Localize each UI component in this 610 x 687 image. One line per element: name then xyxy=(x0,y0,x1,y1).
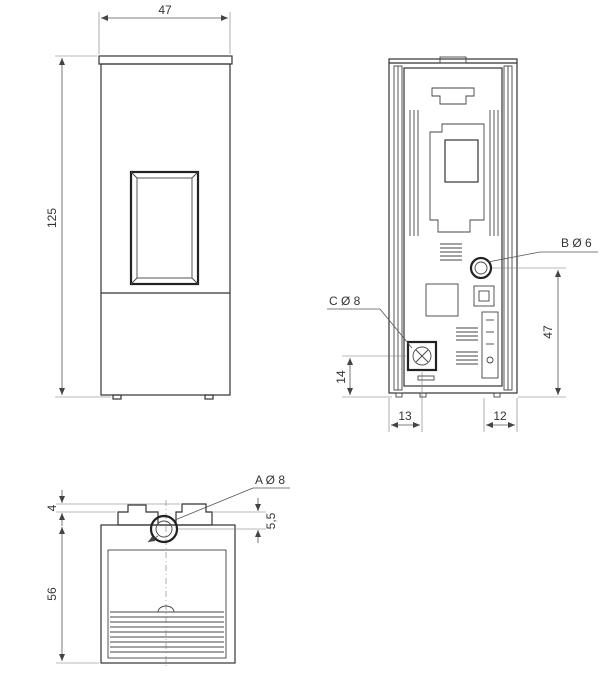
rear-vents-middle xyxy=(440,243,462,261)
rear-top-tab xyxy=(439,56,467,64)
rear-control-strip xyxy=(481,311,499,379)
front-door-glass xyxy=(136,177,193,279)
top-a-offset-label: 5,5 xyxy=(264,512,278,529)
top-rear-protrusion-right xyxy=(175,503,213,525)
rear-electrical-box xyxy=(425,283,459,317)
rear-upper-window xyxy=(444,139,479,183)
rear-power-socket xyxy=(473,285,495,307)
front-width-label: 47 xyxy=(158,3,172,17)
front-foot-left xyxy=(112,394,122,400)
top-body xyxy=(100,524,236,664)
rear-b-label: B Ø 6 xyxy=(561,236,592,250)
rear-vents-upper-left xyxy=(409,110,419,236)
front-top-cap xyxy=(98,55,233,65)
rear-b-offset-label: 12 xyxy=(493,409,507,423)
front-door-frame xyxy=(129,170,200,286)
rear-body xyxy=(388,58,518,394)
rear-foot-left xyxy=(395,392,403,398)
top-a-label: A Ø 8 xyxy=(255,473,285,487)
rear-c-height-label: 14 xyxy=(334,370,348,384)
top-offset-label: 4 xyxy=(45,504,59,511)
front-view: 47 125 xyxy=(45,3,233,400)
rear-c-label: C Ø 8 xyxy=(329,294,361,308)
rear-bottom-grille xyxy=(417,375,435,381)
rear-foot-mid xyxy=(419,392,427,398)
rear-upper-panel xyxy=(429,123,485,233)
rear-c-offset-label: 13 xyxy=(398,409,412,423)
rear-vents-upper-right xyxy=(489,110,499,236)
top-depth-label: 56 xyxy=(45,587,59,601)
rear-foot-right xyxy=(493,392,501,398)
front-foot-right xyxy=(204,394,214,400)
rear-upper-bracket xyxy=(431,87,475,105)
top-view: A Ø 8 4 5,5 56 xyxy=(45,473,290,668)
top-outlet-a xyxy=(149,514,179,544)
rear-outlet-c xyxy=(406,340,438,372)
rear-view: B Ø 6 47 C Ø 8 14 13 12 xyxy=(327,56,598,432)
top-grille xyxy=(110,611,224,653)
front-body xyxy=(100,63,231,396)
rear-outlet-b xyxy=(469,256,493,280)
top-rear-protrusion-left xyxy=(117,504,159,525)
top-hopper xyxy=(107,549,227,659)
front-height-label: 125 xyxy=(45,208,59,228)
rear-vents-lower xyxy=(456,327,478,365)
rear-b-height-label: 47 xyxy=(541,325,555,339)
rear-inner-frame xyxy=(403,67,503,387)
